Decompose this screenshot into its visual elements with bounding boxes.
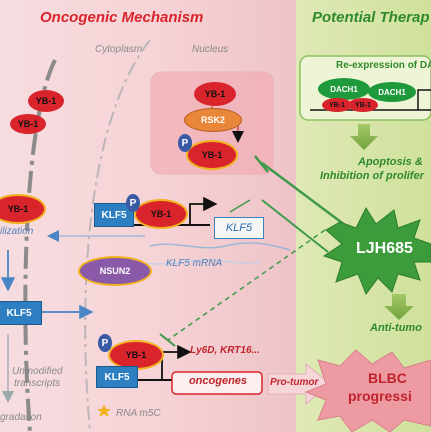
transcripts-label: transcripts	[14, 378, 61, 389]
nuclear-membrane-line	[84, 39, 151, 432]
tss-arrow-1	[189, 196, 218, 225]
yb1-complex-1: YB-1	[134, 199, 188, 229]
dach1-protein-1: DACH1	[318, 78, 370, 100]
blbc-label: BLBC	[368, 370, 407, 386]
phospho-marker-1: P	[126, 194, 140, 212]
reexpression-label: Re-expression of DA	[336, 60, 431, 71]
yb1-left-edge: YB-1	[0, 194, 46, 224]
therapy-title: Potential Therap	[312, 9, 430, 26]
unmodified-label: Unmodified	[12, 366, 63, 377]
progression-label: progressi	[348, 388, 412, 404]
inhibit-bar-1	[254, 155, 269, 173]
down-arrow-anti-tumor	[384, 294, 414, 320]
klf5-gene-box: KLF5	[214, 217, 264, 239]
klf5-protein-2: KLF5	[96, 366, 138, 388]
localization-label: ilization	[0, 226, 34, 237]
phospho-marker-inset: P	[178, 134, 192, 152]
klf5-protein-cytoplasm: KLF5	[0, 301, 42, 325]
dach1-protein-2: DACH1	[368, 82, 416, 102]
oncogenic-title: Oncogenic Mechanism	[40, 9, 204, 26]
yb1-dach1-2: YB-1	[348, 98, 378, 112]
inhibition-label: Inhibition of prolifer	[320, 170, 424, 182]
phospho-marker-2: P	[98, 334, 112, 352]
yb1-cytoplasm-2: YB-1	[10, 114, 46, 134]
ljh685-burst	[322, 206, 431, 296]
inhibit-line-klf5	[261, 199, 329, 253]
dashed-inhibit-line	[167, 229, 326, 341]
down-arrow-apoptosis	[350, 124, 378, 150]
mrna-strand	[149, 242, 291, 251]
apoptosis-label: Apoptosis &	[358, 156, 423, 168]
inhibit-bar-3	[159, 333, 176, 347]
m5c-star-legend	[97, 404, 111, 417]
yb1-phospho-inset: YB-1	[186, 140, 238, 170]
cytoplasm-label: Cytoplasm	[95, 44, 143, 55]
degradation-label: gradation	[0, 412, 42, 423]
rsk2-enzyme: RSK2	[184, 108, 242, 132]
oncogenes-box	[171, 371, 263, 395]
yb1-inset: YB-1	[194, 82, 236, 106]
nsun2-enzyme: NSUN2	[78, 256, 152, 286]
dach1-tss	[417, 89, 431, 110]
klf5-mrna-label: KLF5 mRNA	[166, 258, 223, 269]
nucleus-label: Nucleus	[192, 44, 229, 55]
yb1-cytoplasm-1: YB-1	[28, 90, 64, 112]
pro-tumor-label: Pro-tumor	[270, 377, 319, 388]
ljh685-label: LJH685	[356, 240, 413, 257]
blbc-burst	[304, 349, 431, 432]
target-genes-label: Ly6D, KRT16...	[190, 345, 260, 356]
anti-tumor-label: Anti-tumo	[370, 322, 422, 334]
oncogenes-label: oncogenes	[188, 375, 248, 387]
rna-m5c-legend: RNA m5C	[116, 408, 161, 419]
inhibit-bar-2	[229, 199, 251, 213]
yb1-dach1-1: YB-1	[322, 98, 352, 112]
